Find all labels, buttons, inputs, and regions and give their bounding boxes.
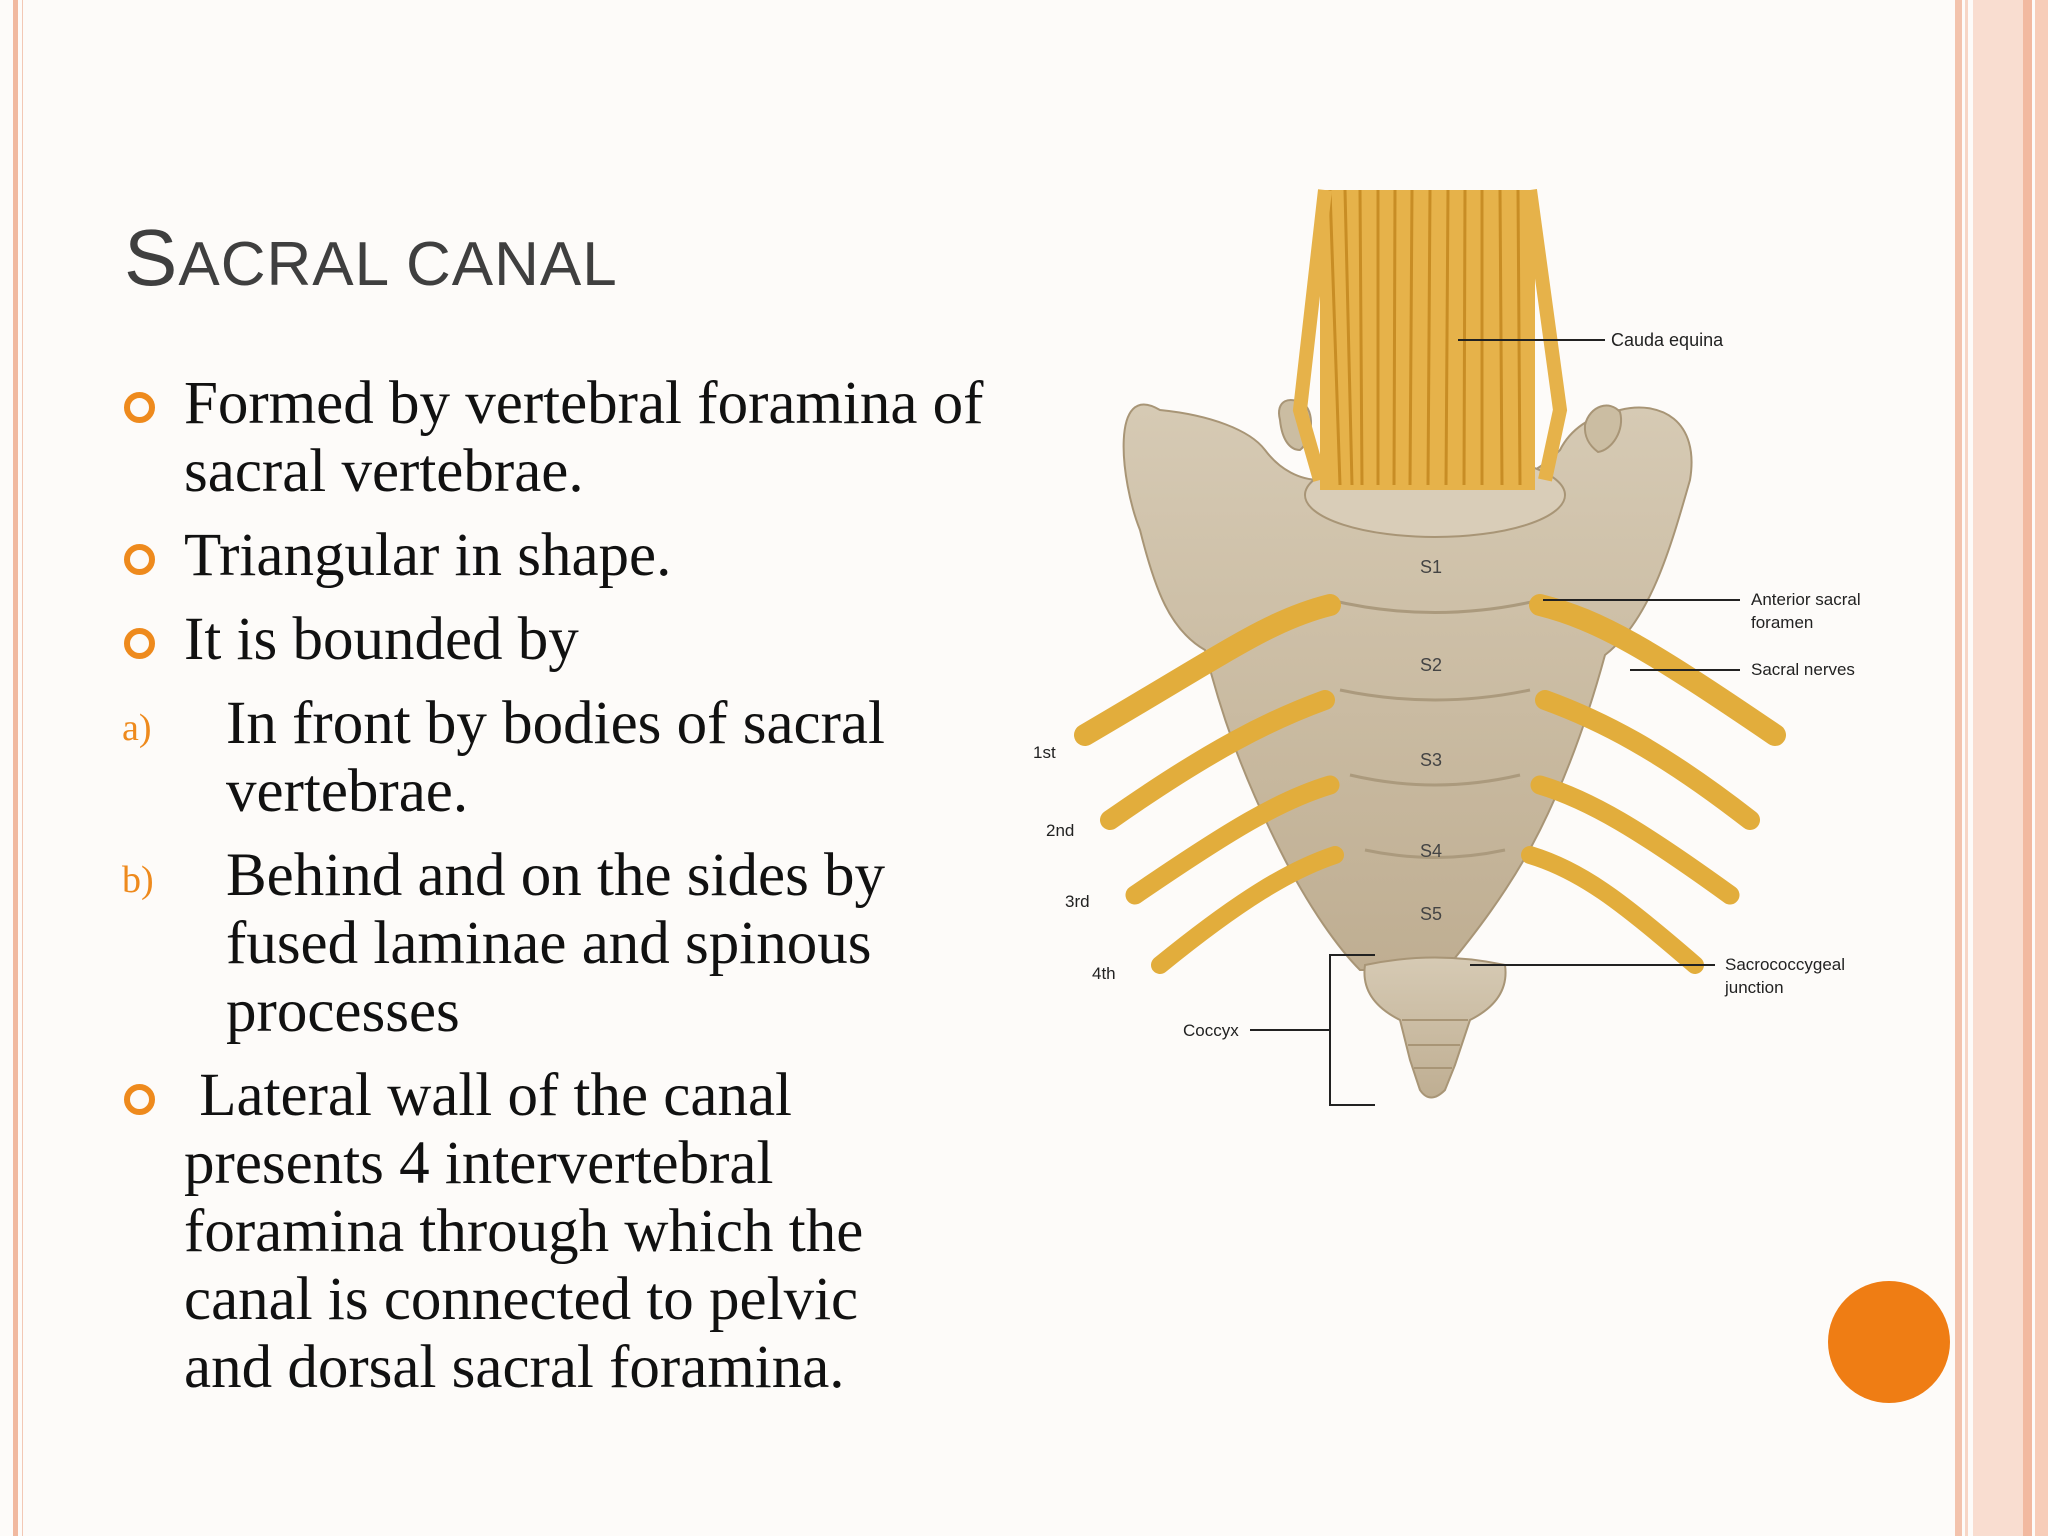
- sub-marker: b): [122, 859, 154, 901]
- bullet-item: Lateral wall of the canal presents 4 int…: [120, 1062, 980, 1402]
- left-border-thin-line: [22, 0, 23, 1536]
- label-3rd: 3rd: [1065, 892, 1090, 911]
- sacrum-diagram: Cauda equina Anterior sacral foramen Sac…: [1000, 150, 1920, 1130]
- right-sacral-nerves: [1521, 594, 1786, 974]
- sub-item: a) In front by bodies of sacral vertebra…: [120, 690, 980, 826]
- decorative-orange-circle: [1828, 1281, 1950, 1403]
- bullet-list: Formed by vertebral foramina of sacral v…: [120, 370, 984, 1402]
- bullet-ring-icon: [124, 392, 155, 423]
- label-s5: S5: [1420, 904, 1442, 924]
- label-coccyx: Coccyx: [1183, 1021, 1239, 1040]
- label-s4: S4: [1420, 841, 1442, 861]
- coccyx-bone: [1363, 956, 1507, 1099]
- label-s3: S3: [1420, 750, 1442, 770]
- bullet-ring-icon: [124, 544, 155, 575]
- label-s2: S2: [1420, 655, 1442, 675]
- label-cauda-equina: Cauda equina: [1611, 330, 1724, 350]
- right-border-stripes: [1955, 0, 2048, 1536]
- title-initial: S: [124, 213, 179, 302]
- leader-lines: [1250, 339, 1740, 1106]
- ridge-2: [1339, 688, 1531, 702]
- bullet-text: It is bounded by: [184, 606, 579, 673]
- title-rest: ACRAL CANAL: [178, 230, 618, 299]
- label-foramen: foramen: [1751, 613, 1813, 632]
- bullet-item: Triangular in shape.: [120, 522, 980, 590]
- sacrum-illustration: Cauda equina Anterior sacral foramen Sac…: [1033, 189, 1861, 1106]
- bullet-ring-icon: [124, 628, 155, 659]
- label-junction: junction: [1724, 978, 1784, 997]
- sub-item: b) Behind and on the sides by fused lami…: [120, 842, 980, 1046]
- right-articular-process: [1583, 404, 1623, 454]
- bullet-text: Lateral wall of the canal presents 4 int…: [184, 1062, 879, 1401]
- ridge-3: [1349, 773, 1521, 787]
- sub-marker: a): [122, 707, 152, 749]
- label-anterior-sacral: Anterior sacral: [1751, 590, 1861, 609]
- left-border-line: [13, 0, 18, 1536]
- label-1st: 1st: [1033, 743, 1056, 762]
- label-sacral-nerves: Sacral nerves: [1751, 660, 1855, 679]
- sub-text: In front by bodies of sacral vertebrae.: [226, 690, 885, 825]
- bullet-ring-icon: [124, 1084, 155, 1115]
- label-s1: S1: [1420, 557, 1442, 577]
- sub-text: Behind and on the sides by fused laminae…: [226, 842, 886, 1045]
- label-2nd: 2nd: [1046, 821, 1074, 840]
- ridge-4: [1364, 848, 1506, 859]
- label-4th: 4th: [1092, 964, 1116, 983]
- left-sacral-nerves: [1074, 594, 1344, 974]
- bullet-item: It is bounded by: [120, 606, 980, 674]
- ridge-1: [1329, 598, 1541, 614]
- slide-title: SACRAL CANAL: [124, 212, 618, 304]
- bullet-text: Formed by vertebral foramina of sacral v…: [184, 370, 984, 505]
- label-sacrococcygeal: Sacrococcygeal: [1725, 955, 1845, 974]
- bullet-item: Formed by vertebral foramina of sacral v…: [120, 370, 984, 506]
- bullet-text: Triangular in shape.: [184, 522, 672, 589]
